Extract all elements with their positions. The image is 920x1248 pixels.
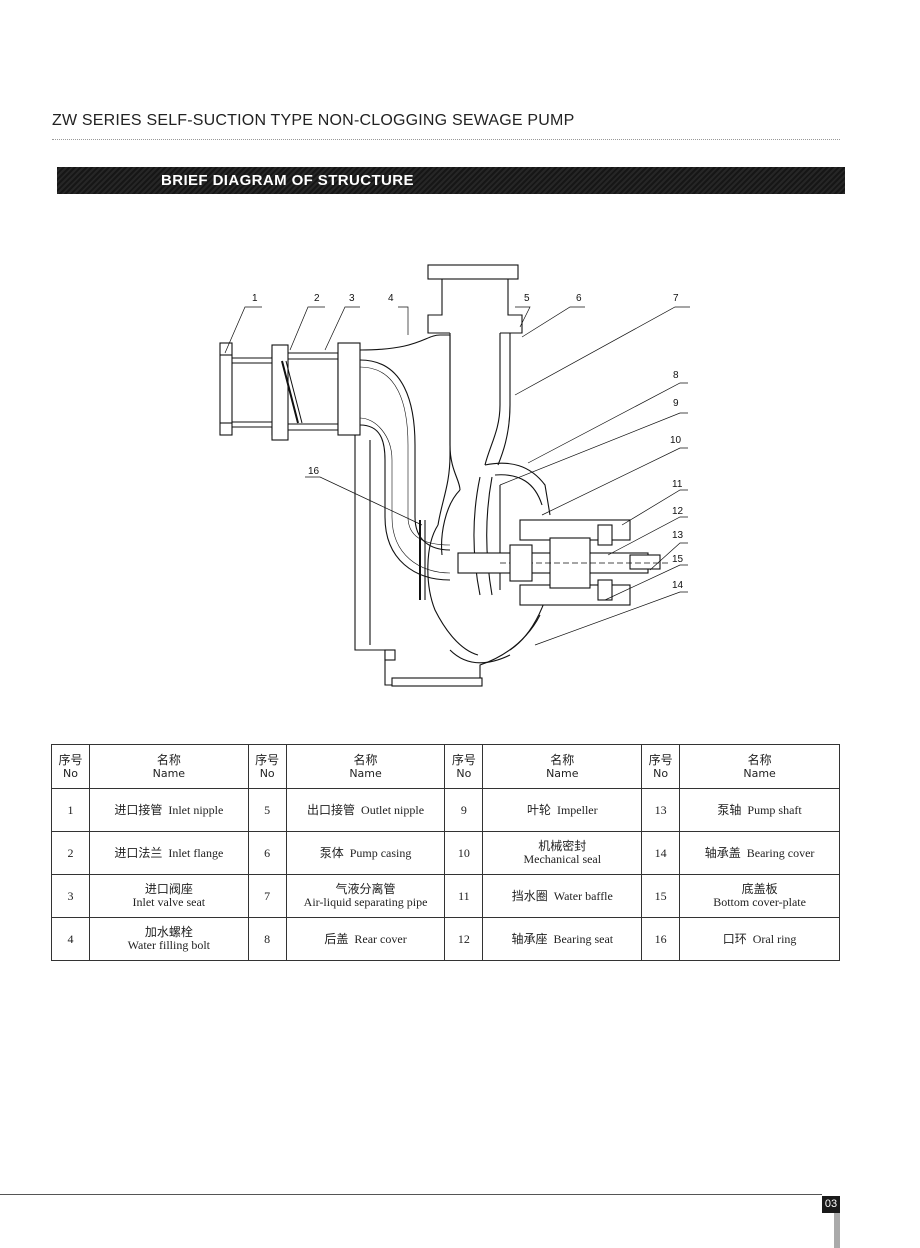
- callout-leaders: [224, 306, 690, 646]
- part-name: 进口接管 Inlet nipple: [88, 788, 249, 832]
- part-name: 轴承盖 Bearing cover: [679, 831, 840, 875]
- part-number: 13: [641, 788, 681, 832]
- callout-12: 12: [672, 506, 684, 517]
- part-name: 后盖 Rear cover: [285, 917, 446, 961]
- part-number: 15: [641, 874, 681, 918]
- callout-14: 14: [672, 580, 684, 591]
- part-name: 泵轴 Pump shaft: [679, 788, 840, 832]
- page-edge-tab: [834, 1213, 840, 1248]
- header-divider: [52, 139, 840, 140]
- callout-4: 4: [388, 293, 394, 304]
- part-number: 6: [247, 831, 287, 875]
- part-name: 进口法兰 Inlet flange: [88, 831, 249, 875]
- part-number: 8: [247, 917, 287, 961]
- part-name: 挡水圈 Water baffle: [482, 874, 643, 918]
- part-name: 泵体 Pump casing: [285, 831, 446, 875]
- part-name: 轴承座 Bearing seat: [482, 917, 643, 961]
- part-number: 9: [444, 788, 484, 832]
- part-number: 3: [51, 874, 90, 918]
- callout-2: 2: [314, 293, 320, 304]
- callout-8: 8: [673, 370, 679, 381]
- callout-numbers: 1 2 3 4 5 6 7 8 9 10 11 12 13 15 14 16: [252, 293, 684, 591]
- part-number: 14: [641, 831, 681, 875]
- callout-3: 3: [349, 293, 355, 304]
- part-number: 12: [444, 917, 484, 961]
- callout-6: 6: [576, 293, 582, 304]
- section-title: BRIEF DIAGRAM OF STRUCTURE: [161, 172, 414, 189]
- callout-10: 10: [670, 435, 682, 446]
- callout-13: 13: [672, 530, 684, 541]
- shaft-drawing: [457, 519, 670, 606]
- part-name: 出口接管 Outlet nipple: [285, 788, 446, 832]
- callout-1: 1: [252, 293, 258, 304]
- part-number: 4: [51, 917, 90, 961]
- callout-16: 16: [308, 466, 320, 477]
- table-row: 2 进口法兰 Inlet flange 6 泵体 Pump casing 10 …: [51, 831, 840, 875]
- callout-9: 9: [673, 398, 679, 409]
- callout-15: 15: [672, 554, 684, 565]
- part-number: 16: [641, 917, 681, 961]
- table-row: 1 进口接管 Inlet nipple 5 出口接管 Outlet nipple…: [51, 788, 840, 832]
- part-number: 5: [247, 788, 287, 832]
- part-name: 口环 Oral ring: [679, 917, 840, 961]
- footer-divider: [0, 1194, 822, 1195]
- part-number: 10: [444, 831, 484, 875]
- part-name: 叶轮 Impeller: [482, 788, 643, 832]
- part-number: 7: [247, 874, 287, 918]
- callout-7: 7: [673, 293, 679, 304]
- section-title-bar: BRIEF DIAGRAM OF STRUCTURE: [57, 167, 845, 194]
- part-number: 2: [51, 831, 90, 875]
- pump-casing-drawing: [354, 264, 551, 687]
- pump-structure-diagram: 1 2 3 4 5 6 7 8 9 10 11 12 13 15 14 16: [219, 264, 690, 687]
- part-number: 11: [444, 874, 484, 918]
- callout-5: 5: [524, 293, 530, 304]
- document-header-title: ZW SERIES SELF-SUCTION TYPE NON-CLOGGING…: [52, 112, 575, 129]
- part-number: 1: [51, 788, 90, 832]
- callout-11: 11: [672, 479, 683, 490]
- page-number: 03: [822, 1196, 840, 1213]
- inlet-pipe-drawing: [219, 342, 361, 441]
- elbow-pipe-drawing: [359, 334, 451, 581]
